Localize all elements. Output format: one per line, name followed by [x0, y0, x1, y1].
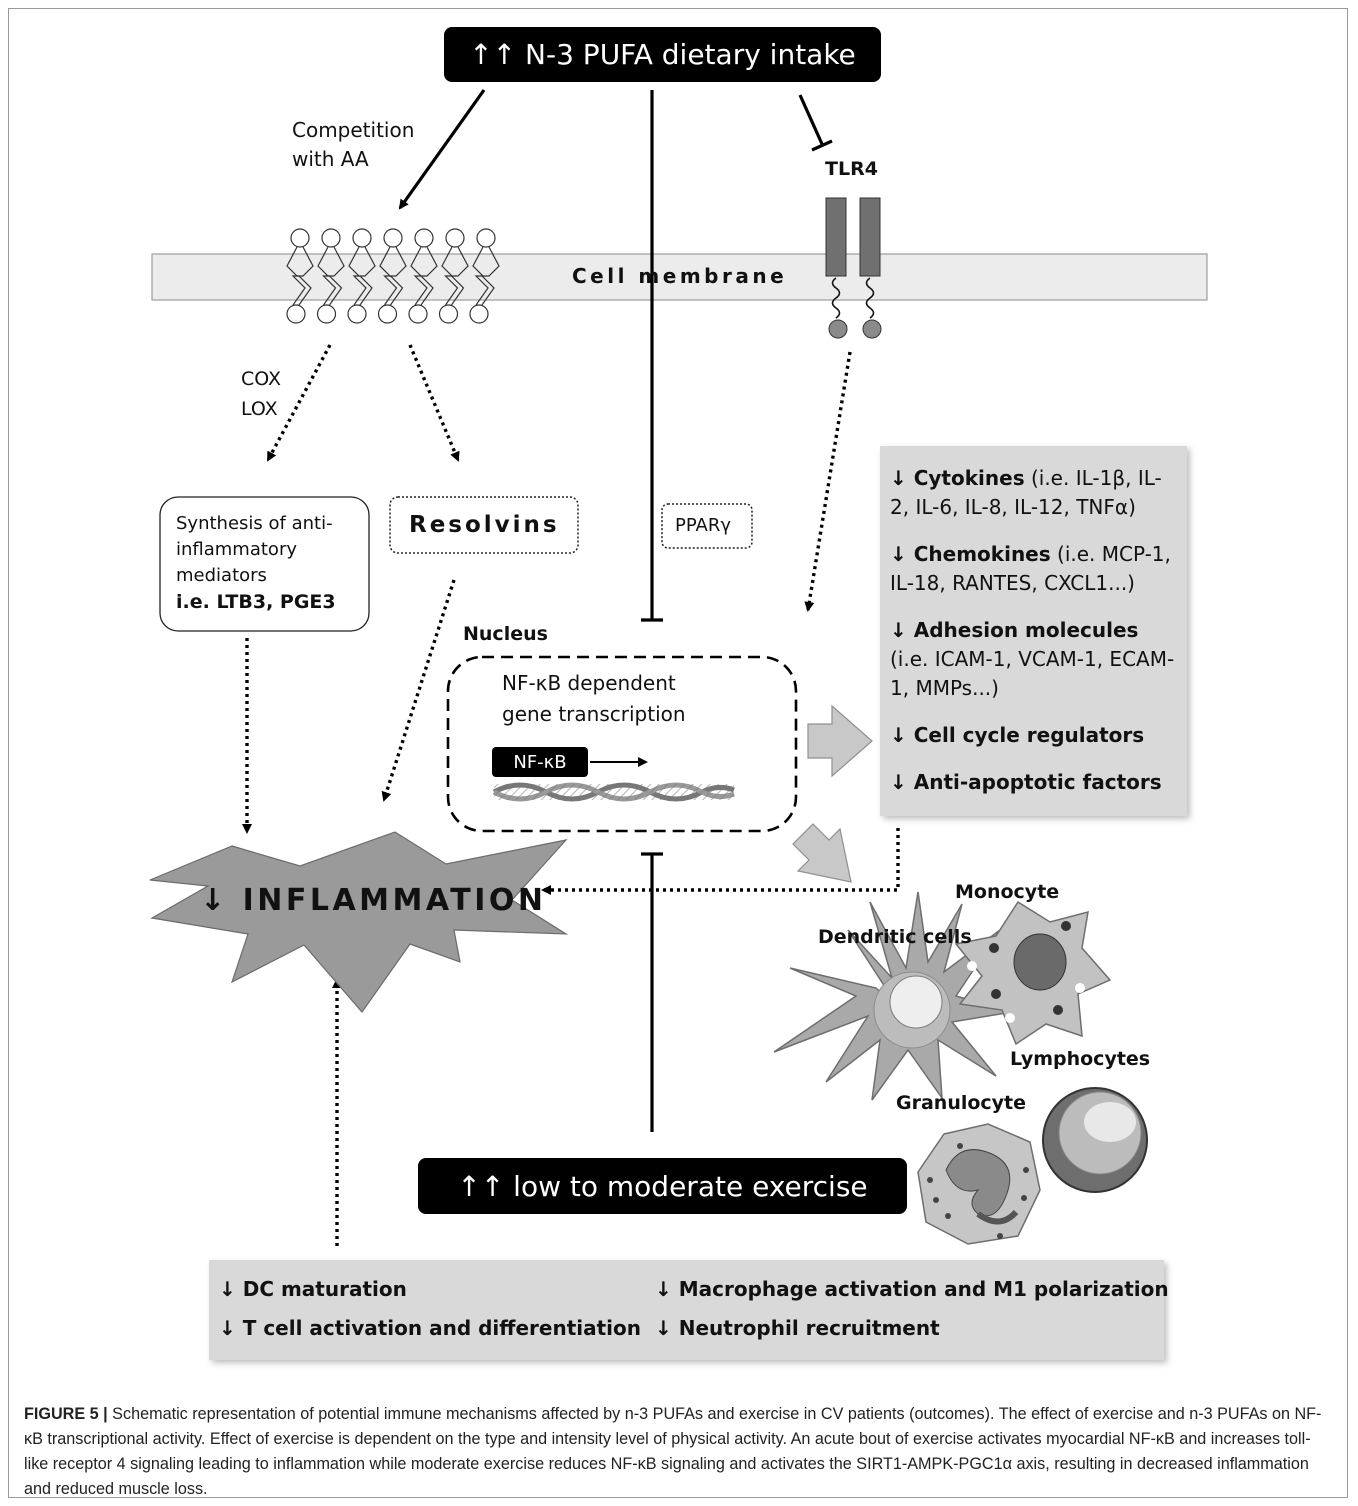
tlr4-label: TLR4: [825, 158, 878, 180]
caption-label: FIGURE 5 |: [24, 1405, 108, 1423]
figure-frame: [8, 8, 1348, 1498]
effect-cytokines: ↓ Cytokines (i.e. IL-1β, IL-2, IL-6, IL-…: [890, 466, 1162, 519]
competition-label: Competition with AA: [292, 118, 415, 171]
n3-pufa-intake-label: ↑↑ N-3 PUFA dietary intake: [469, 38, 856, 71]
dendritic-cells-label: Dendritic cells: [818, 926, 972, 948]
inflammation-label: ↓ INFLAMMATION: [200, 883, 547, 918]
nfkb-label-box: NF-κB: [492, 747, 588, 777]
figure-caption: FIGURE 5 | Schematic representation of p…: [24, 1402, 1334, 1502]
inhibition-bar-tlr4: [811, 139, 833, 152]
exercise-box: ↑↑ low to moderate exercise: [418, 1158, 907, 1214]
resolvins-label: Resolvins: [409, 512, 560, 538]
ppar-label: PPARγ: [675, 515, 732, 536]
inhibition-line-to-tlr4: [798, 94, 824, 145]
exercise-label: ↑↑ low to moderate exercise: [457, 1169, 868, 1203]
caption-text: Schematic representation of potential im…: [24, 1405, 1322, 1498]
phospholipid-bilayer: [286, 228, 500, 324]
ppar-box: [661, 503, 753, 549]
lymphocytes-label: Lymphocytes: [1010, 1048, 1151, 1070]
tlr4-receptor: [825, 197, 882, 339]
monocyte-label: Monocyte: [955, 881, 1060, 903]
synthesis-text: Synthesis of anti- inflammatory mediator…: [176, 513, 336, 613]
enzymes-label: COX LOX: [241, 368, 282, 420]
dna-helix: [492, 782, 735, 802]
cell-membrane: [151, 253, 1208, 301]
inflammation-burst: [149, 831, 569, 1013]
dotted-arrow-resolvins: [408, 344, 460, 462]
dotted-arrow-resolvins-inflammation: [381, 579, 456, 802]
dendritic-cell-image: [773, 891, 1013, 1101]
neutrophil-recruitment-text: ↓ Neutrophil recruitment: [655, 1316, 940, 1340]
resolvins-box: [389, 496, 579, 554]
synthesis-box: [159, 496, 370, 632]
t-cell-activation-text: ↓ T cell activation and differentiation: [219, 1316, 642, 1340]
macrophage-activation-text: ↓ Macrophage activation and M1 polarizat…: [655, 1277, 1169, 1301]
effect-anti-apoptotic: ↓ Anti-apoptotic factors: [890, 770, 1162, 794]
effect-cell-cycle: ↓ Cell cycle regulators: [890, 723, 1145, 747]
block-arrow-to-cells: [792, 823, 852, 883]
dotted-arrow-cox-lox: [266, 344, 332, 462]
molecular-effects-box: ↓ Cytokines (i.e. IL-1β, IL-2, IL-6, IL-…: [880, 446, 1187, 816]
dotted-arrow-tlr4-nucleus: [804, 351, 852, 612]
diagram-canvas: [149, 89, 1208, 1246]
cell-membrane-label: Cell membrane: [572, 264, 788, 288]
dc-maturation-text: ↓ DC maturation: [219, 1277, 407, 1301]
nucleus-label: Nucleus: [463, 623, 548, 645]
lymphocyte-image: [1042, 1087, 1148, 1193]
immune-effects-box: ↓ DC maturation ↓ T cell activation and …: [209, 1260, 1169, 1360]
nfkb-transcription-text: NF-κB dependent gene transcription: [502, 671, 686, 726]
granulocyte-label: Granulocyte: [896, 1092, 1027, 1114]
n3-pufa-intake-box: ↑↑ N-3 PUFA dietary intake: [444, 27, 881, 82]
arrow-to-membrane: [398, 89, 486, 210]
monocyte-image: [954, 900, 1112, 1046]
effect-chemokines: ↓ Chemokines (i.e. MCP-1, IL-18, RANTES,…: [890, 542, 1171, 595]
effect-adhesion-molecules: ↓ Adhesion molecules (i.e. ICAM-1, VCAM-…: [890, 618, 1175, 700]
block-arrow-to-effects: [807, 704, 873, 778]
granulocyte-image: [917, 1123, 1041, 1245]
